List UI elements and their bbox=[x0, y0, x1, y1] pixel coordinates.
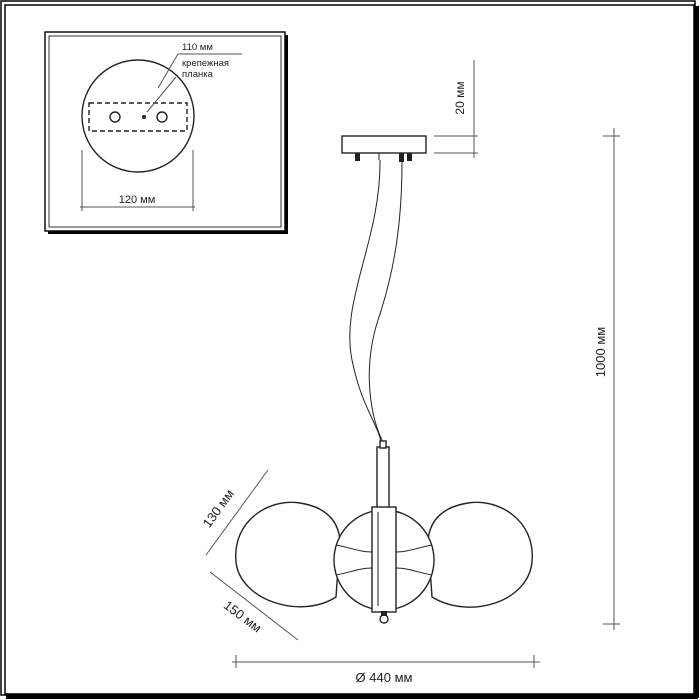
center-dot bbox=[142, 115, 146, 119]
label-20mm: 20 мм bbox=[453, 81, 467, 114]
dim-total-height: 1000 мм bbox=[593, 128, 620, 630]
suspension-cables bbox=[349, 159, 403, 449]
canopy bbox=[341, 135, 427, 162]
inset-panel: 110 мм крепежная планка 120 мм bbox=[44, 31, 288, 234]
label-130mm: 130 мм bbox=[200, 486, 238, 530]
label-110mm: 110 мм bbox=[182, 42, 213, 53]
label-1000mm: 1000 мм bbox=[593, 327, 608, 377]
shade-right bbox=[427, 501, 533, 608]
label-plate-line1: крепежная bbox=[182, 58, 229, 69]
label-150mm: 150 мм bbox=[221, 597, 265, 635]
mounting-plate bbox=[88, 102, 188, 132]
label-plate-line2: планка bbox=[182, 69, 214, 80]
label-diameter: Ø 440 мм bbox=[356, 670, 413, 685]
canopy-top-circle bbox=[81, 59, 195, 173]
lamp-stem bbox=[376, 440, 390, 510]
shade-left bbox=[235, 501, 341, 608]
dim-canopy-height: 20 мм bbox=[434, 60, 478, 158]
mounting-hole-right bbox=[156, 111, 168, 123]
mounting-hole-left bbox=[109, 111, 121, 123]
globe-shades bbox=[235, 501, 533, 624]
dim-diameter: Ø 440 мм bbox=[232, 655, 540, 685]
label-120mm: 120 мм bbox=[119, 194, 156, 206]
